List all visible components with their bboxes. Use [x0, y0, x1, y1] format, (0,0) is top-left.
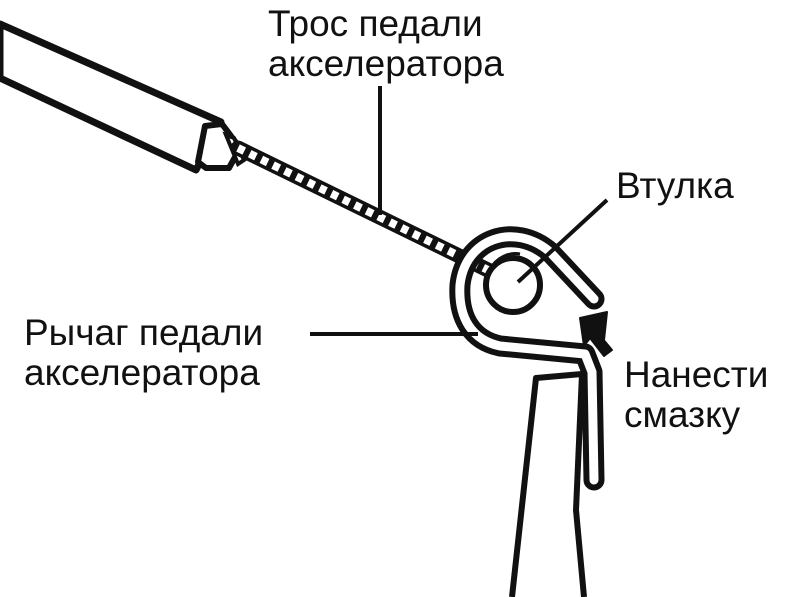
lever-label: Рычаг педали акселератора — [24, 313, 263, 393]
bushing — [483, 252, 543, 315]
lubricate-arrow-icon — [579, 311, 613, 357]
cable-housing — [0, 20, 247, 174]
lubricate-label: Нанести смазку — [624, 355, 768, 435]
cable-label-line1: Трос педали — [268, 3, 483, 44]
lever-label-line2: акселератора — [24, 352, 260, 393]
bushing-label-text: Втулка — [616, 165, 734, 206]
lubricate-label-line1: Нанести — [624, 354, 769, 395]
cable-label-line2: акселератора — [268, 43, 504, 84]
pedal-body — [509, 371, 587, 597]
lubricate-label-line2: смазку — [624, 394, 741, 435]
cable-wire — [230, 140, 500, 280]
pedal-lever — [449, 226, 605, 491]
cable-label: Трос педали акселератора — [268, 4, 504, 84]
lever-label-line1: Рычаг педали — [24, 312, 264, 353]
bushing-label: Втулка — [616, 166, 734, 206]
leader-lines — [310, 86, 609, 336]
